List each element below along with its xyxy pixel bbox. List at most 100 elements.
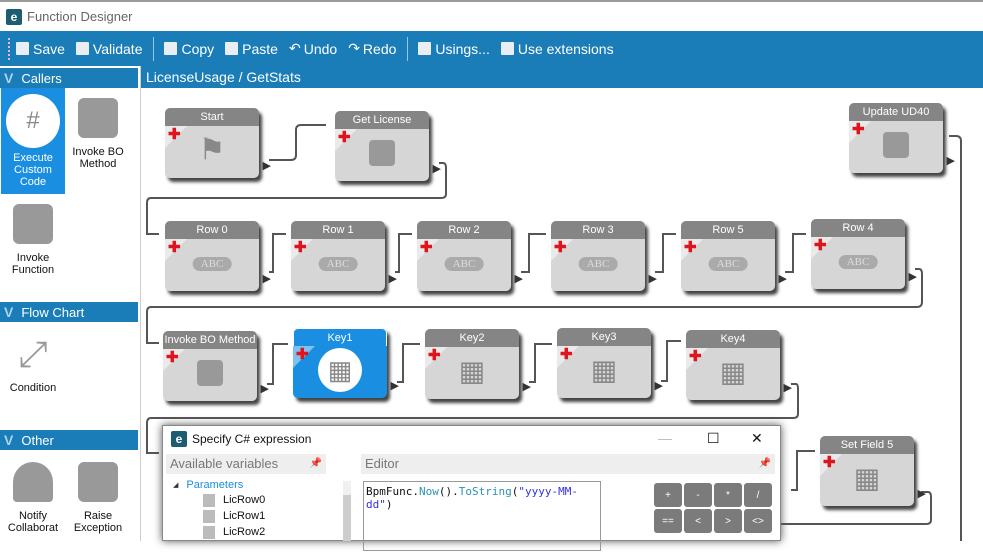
tool-invoke-function[interactable]: Invoke Function: [1, 194, 65, 300]
node-update-ud40[interactable]: Update UD40✚▶: [849, 103, 955, 173]
tree-scrollbar[interactable]: [343, 481, 351, 541]
key-not-equal[interactable]: <>: [744, 509, 772, 533]
tool-raise-exception[interactable]: Raise Exception: [66, 452, 130, 558]
bell-icon: [13, 462, 53, 502]
undo-label: Undo: [303, 40, 338, 57]
node-key2[interactable]: Key2✚▦▶: [425, 329, 531, 399]
add-icon[interactable]: ✚: [823, 454, 836, 471]
key-minus[interactable]: -: [684, 483, 712, 507]
code-token: Now: [418, 485, 439, 498]
key-greater[interactable]: >: [714, 509, 742, 533]
add-icon[interactable]: ✚: [294, 239, 307, 256]
variables-tree: ◢Parameters LicRow0 LicRow1 LicRow2: [173, 478, 265, 540]
node-start[interactable]: Start✚⚑▶: [165, 108, 271, 178]
tool-notify-collaborator[interactable]: Notify Collaborat: [1, 452, 65, 558]
output-port[interactable]: ▶: [917, 488, 926, 500]
add-icon[interactable]: ✚: [428, 347, 441, 364]
save-button[interactable]: Save: [16, 41, 65, 57]
add-icon[interactable]: ✚: [689, 348, 702, 365]
node-key1[interactable]: Key1✚▦▶: [293, 328, 399, 398]
node-row0[interactable]: Row 0✚ABC▶: [165, 221, 271, 291]
output-port[interactable]: ▶: [908, 271, 917, 283]
output-port[interactable]: ▶: [654, 380, 663, 392]
output-port[interactable]: ▶: [778, 273, 787, 285]
node-row5[interactable]: Row 5✚ABC▶: [681, 221, 787, 291]
connector: [269, 124, 326, 161]
add-icon[interactable]: ✚: [168, 239, 181, 256]
validate-button[interactable]: Validate: [75, 41, 142, 57]
output-port[interactable]: ▶: [388, 273, 397, 285]
add-icon[interactable]: ✚: [420, 239, 433, 256]
usings-button[interactable]: Usings...: [418, 41, 490, 57]
connector: [781, 491, 932, 525]
redo-label: Redo: [362, 40, 397, 57]
pin-icon[interactable]: 📌: [758, 458, 771, 469]
calendar-icon: ▦: [458, 355, 486, 387]
key-plus[interactable]: +: [654, 483, 682, 507]
use-extensions-button[interactable]: Use extensions: [500, 40, 614, 57]
undo-button[interactable]: ↶Undo: [289, 40, 337, 57]
node-get-license[interactable]: Get License✚▶: [335, 111, 441, 181]
node-corner: [165, 239, 187, 261]
tree-node-parameters[interactable]: ◢Parameters: [173, 478, 265, 492]
add-icon[interactable]: ✚: [560, 346, 573, 363]
key-multiply[interactable]: *: [714, 483, 742, 507]
maximize-button[interactable]: ☐: [707, 430, 720, 446]
output-port[interactable]: ▶: [514, 273, 523, 285]
node-row1[interactable]: Row 1✚ABC▶: [291, 221, 397, 291]
output-port[interactable]: ▶: [262, 160, 271, 172]
add-icon[interactable]: ✚: [554, 239, 567, 256]
scroll-thumb[interactable]: [343, 495, 351, 541]
paste-button[interactable]: Paste: [225, 41, 278, 57]
tool-execute-custom-code[interactable]: #Execute Custom Code: [1, 88, 65, 194]
node-row2[interactable]: Row 2✚ABC▶: [417, 221, 523, 291]
toolbar-grip[interactable]: [8, 37, 10, 60]
node-corner: [165, 126, 187, 148]
node-row4[interactable]: Row 4✚ABC▶: [811, 219, 917, 289]
add-icon[interactable]: ✚: [168, 126, 181, 143]
node-row3[interactable]: Row 3✚ABC▶: [551, 221, 657, 291]
output-port[interactable]: ▶: [432, 163, 441, 175]
tree-item[interactable]: LicRow2: [203, 524, 265, 540]
use-extensions-label: Use extensions: [517, 40, 614, 57]
output-port[interactable]: ▶: [522, 381, 531, 393]
dialog-title: Specify C# expression: [192, 432, 312, 446]
node-key3[interactable]: Key3✚▦▶: [557, 328, 663, 398]
close-button[interactable]: ✕: [751, 430, 763, 446]
output-port[interactable]: ▶: [648, 273, 657, 285]
key-equals[interactable]: ==: [654, 509, 682, 533]
node-key4[interactable]: Key4✚▦▶: [686, 330, 792, 400]
key-less[interactable]: <: [684, 509, 712, 533]
output-port[interactable]: ▶: [260, 383, 269, 395]
output-port[interactable]: ▶: [390, 380, 399, 392]
add-icon[interactable]: ✚: [296, 346, 309, 363]
add-icon[interactable]: ✚: [166, 349, 179, 366]
tree-item[interactable]: LicRow1: [203, 508, 265, 524]
output-port[interactable]: ▶: [262, 273, 271, 285]
node-set-field5[interactable]: Set Field 5✚▦▶: [820, 436, 926, 506]
pin-icon[interactable]: 📌: [309, 458, 322, 469]
checkbox-icon: [75, 42, 89, 55]
redo-button[interactable]: ↷Redo: [348, 40, 396, 57]
key-divide[interactable]: /: [744, 483, 772, 507]
expand-icon[interactable]: ◢: [173, 482, 179, 489]
tool-invoke-bo-method[interactable]: Invoke BO Method: [66, 88, 130, 194]
node-invoke-bo[interactable]: Invoke BO Method✚▶: [163, 331, 269, 401]
copy-button[interactable]: Copy: [164, 41, 214, 57]
code-token: ().: [438, 485, 459, 498]
output-port[interactable]: ▶: [783, 382, 792, 394]
tool-condition[interactable]: ⤢Condition: [1, 324, 65, 430]
tree-label: LicRow0: [223, 494, 266, 506]
add-icon[interactable]: ✚: [814, 237, 827, 254]
minimize-button[interactable]: —: [658, 430, 672, 446]
output-port[interactable]: ▶: [946, 155, 955, 167]
tree-item[interactable]: LicRow0: [203, 492, 265, 508]
node-title: Row 1: [291, 221, 385, 239]
add-icon[interactable]: ✚: [852, 121, 865, 138]
add-icon[interactable]: ✚: [338, 129, 351, 146]
add-icon[interactable]: ✚: [684, 239, 697, 256]
chevron-down-icon: V: [4, 304, 14, 320]
